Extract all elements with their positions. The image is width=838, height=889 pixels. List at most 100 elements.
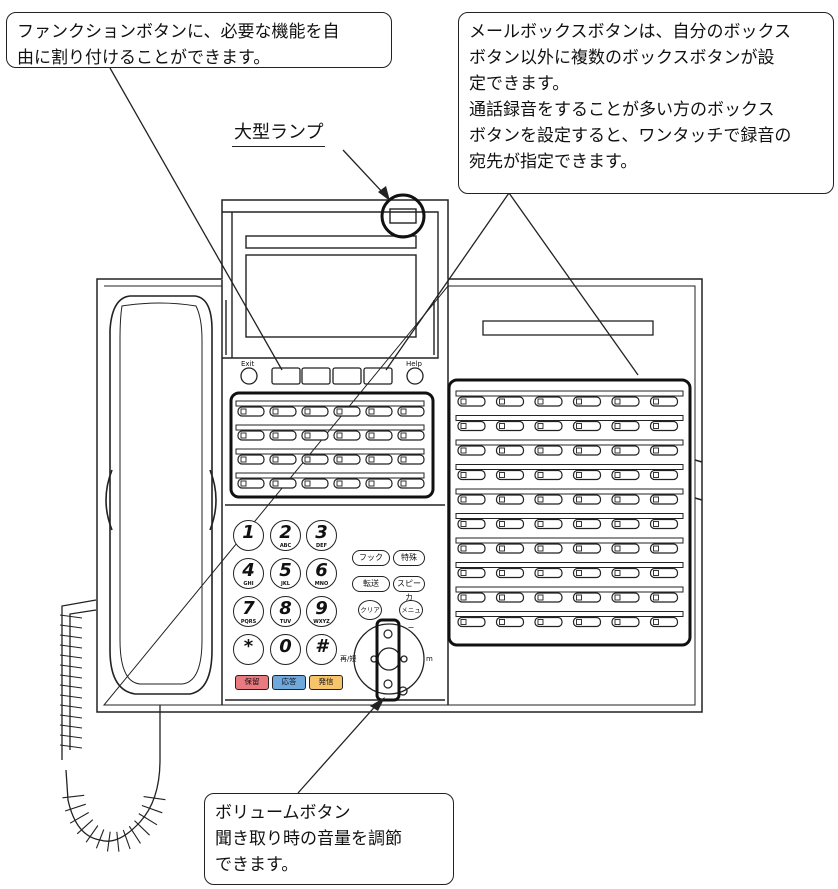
button-lamp xyxy=(400,456,407,463)
mailbox-button xyxy=(611,616,640,628)
button-lamp xyxy=(576,570,582,576)
function-button xyxy=(365,454,393,465)
button-lamp xyxy=(537,545,544,552)
color-button[interactable]: 保留 xyxy=(235,675,269,690)
color-button[interactable]: 応答 xyxy=(272,675,306,690)
function-button xyxy=(333,454,361,465)
dial-key[interactable]: # xyxy=(306,634,337,665)
dial-digit: 0 xyxy=(279,636,292,657)
button-lamp xyxy=(537,423,544,429)
button-lamp xyxy=(304,480,311,487)
mailbox-button xyxy=(457,469,486,481)
button-lamp xyxy=(272,456,279,463)
button-lamp xyxy=(499,594,505,601)
button-lamp xyxy=(460,545,467,552)
mailbox-button xyxy=(649,518,679,530)
mailbox-button xyxy=(534,469,563,481)
color-button[interactable]: 発信 xyxy=(309,675,343,690)
function-button xyxy=(333,478,361,489)
menu-button[interactable]: メニュー xyxy=(399,600,423,632)
special-button[interactable]: 特殊 xyxy=(393,550,425,566)
button-lamp xyxy=(576,496,582,503)
button-label-strip xyxy=(455,390,684,397)
button-label-strip xyxy=(455,586,684,593)
button-lamp xyxy=(576,521,582,527)
cord-coil xyxy=(69,812,89,824)
button-label-strip xyxy=(455,415,684,421)
button-lamp xyxy=(614,447,621,454)
button-lamp xyxy=(460,423,467,429)
mailbox-button xyxy=(611,396,640,407)
mailbox-button xyxy=(457,567,486,579)
button-label-strip xyxy=(455,513,684,519)
button-lamp xyxy=(336,432,343,439)
button-lamp xyxy=(537,619,544,625)
mailbox-button xyxy=(457,616,486,628)
callout-line: ボタンを設定すると、ワンタッチで録音の xyxy=(469,126,792,146)
mailbox-button xyxy=(611,445,640,456)
hook-button[interactable]: フック xyxy=(352,550,390,566)
cord-coil xyxy=(62,794,85,799)
button-lamp xyxy=(272,480,279,487)
button-lamp xyxy=(240,408,247,415)
dial-digit: * xyxy=(243,636,254,657)
cord-coil xyxy=(122,829,131,850)
clear-button[interactable]: クリア xyxy=(358,600,382,620)
button-lamp xyxy=(537,594,544,601)
function-button xyxy=(397,478,425,489)
mailbox-button xyxy=(534,592,563,603)
dial-key[interactable]: * xyxy=(233,634,264,665)
speaker-button[interactable]: スピーカ xyxy=(393,576,425,602)
function-button xyxy=(237,406,265,417)
mailbox-button xyxy=(534,543,563,554)
button-lamp xyxy=(653,570,659,576)
button-label-strip xyxy=(235,472,425,479)
button-lamp xyxy=(460,521,467,527)
dial-key[interactable]: 1 xyxy=(233,520,264,551)
mailbox-button-frame xyxy=(447,378,692,647)
cord-coil xyxy=(143,796,166,801)
transfer-button[interactable]: 転送 xyxy=(352,576,390,592)
button-lamp xyxy=(499,472,505,478)
dial-digit: 6 xyxy=(315,560,328,581)
mailbox-button xyxy=(534,567,563,579)
button-lamp xyxy=(499,521,505,527)
mailbox-button xyxy=(611,420,640,432)
button-label-strip xyxy=(455,537,684,544)
button-lamp xyxy=(614,496,621,503)
button-lamp xyxy=(499,545,505,552)
function-button xyxy=(237,478,265,489)
button-lamp xyxy=(499,447,505,454)
mailbox-button xyxy=(611,567,640,579)
mailbox-button xyxy=(495,616,525,628)
button-lamp xyxy=(537,521,544,527)
button-lamp xyxy=(240,456,247,463)
redial-label: 再/短 xyxy=(340,655,357,663)
function-button xyxy=(269,454,297,465)
dial-key[interactable]: 0 xyxy=(270,634,301,665)
button-lamp xyxy=(614,398,621,405)
handset xyxy=(105,295,217,695)
nav-cluster xyxy=(353,623,425,696)
function-button xyxy=(269,478,297,489)
mailbox-button xyxy=(495,494,525,505)
mailbox-button xyxy=(649,616,679,628)
mailbox-button xyxy=(572,616,602,628)
button-lamp xyxy=(653,472,659,478)
dial-digit: 4 xyxy=(242,560,255,581)
callout-line: できます。 xyxy=(215,855,299,875)
mailbox-button xyxy=(457,518,486,530)
dial-letters: MNO xyxy=(314,581,329,587)
mailbox-button xyxy=(457,592,486,603)
dial-letters: DEF xyxy=(316,543,327,549)
callout-line: メールボックスボタンは、自分のボックス xyxy=(469,22,791,42)
